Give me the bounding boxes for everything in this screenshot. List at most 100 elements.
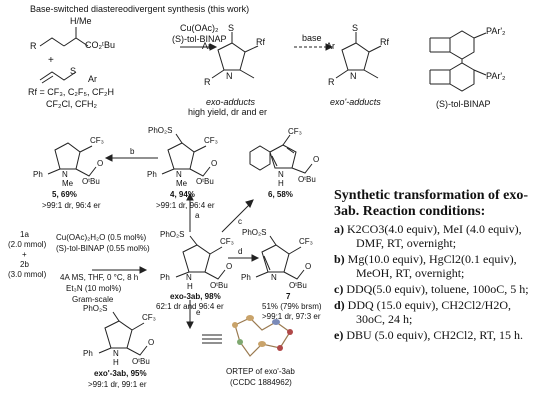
reagent-1a-amount: (2.0 mmol) <box>8 240 47 249</box>
p7-ph-bond <box>255 271 269 278</box>
condition-d-line2: 30oC, 24 h; <box>356 312 413 326</box>
catalyst-line2: (S)-tol-BINAP <box>172 34 227 44</box>
sm-r-label: R <box>30 41 37 51</box>
p7-s-bond <box>269 235 277 246</box>
arrow-e-head <box>186 321 194 330</box>
arrow-b-head <box>104 154 113 162</box>
condition-d-line1: DDQ (15.0 equiv), CH2Cl2/H2O, <box>347 298 511 312</box>
cond-line3: 4A MS, THF, 0 °C, 8 h <box>60 273 139 282</box>
arrow-e-label: e <box>196 308 201 317</box>
p6-cf3: CF₃ <box>288 127 302 136</box>
p5-ester-bond <box>75 166 97 177</box>
arrow-d-head <box>251 254 260 262</box>
center-stats: 62:1 dr and 96:4 er <box>156 302 224 311</box>
p5-stats: >99:1 dr, 96:4 er <box>42 201 101 210</box>
sm-alpha-label: H/Me <box>70 16 92 26</box>
center-nh: H <box>187 282 193 291</box>
p5-n: N <box>62 170 68 179</box>
center-n: N <box>186 273 192 282</box>
condition-b-line1: Mg(10.0 equiv), HgCl2(0.1 equiv), <box>347 252 517 266</box>
exo-prime-s-label: S <box>352 23 359 33</box>
vinyl-sulfone-bonds <box>39 71 77 81</box>
exo-prime-ring <box>341 42 370 71</box>
p6-ester-bond <box>291 163 313 174</box>
arrow-c <box>221 203 251 233</box>
center-name: exo-3ab, 98% <box>170 292 221 301</box>
center-o: O <box>226 262 233 271</box>
arrow-gram-head <box>139 266 148 274</box>
condition-e-line1: DBU (5.0 equiv), CH2Cl2, RT, 15 h. <box>346 328 524 342</box>
p4-ph: Ph <box>147 170 157 179</box>
p4-ph-bond <box>161 168 175 175</box>
pexo-ph-bond <box>98 347 112 354</box>
center-ph: Ph <box>160 273 170 282</box>
exo-ar-label: Ar <box>202 41 211 51</box>
center-ring <box>182 244 211 273</box>
binap-p2-bond <box>473 69 487 76</box>
exo-ring <box>217 42 246 71</box>
center-s-bond <box>189 235 198 246</box>
conditions-title: Synthetic transformation of exo-3ab. Rea… <box>334 188 529 219</box>
p7-ph: Ph <box>241 273 251 282</box>
reagent-plus: + <box>22 250 27 259</box>
arrow-cu-head <box>209 43 218 51</box>
p4-ring <box>167 142 195 170</box>
p6-name: 6, 58% <box>268 190 293 199</box>
p6-phenyl <box>249 145 271 171</box>
binap-ring4 <box>429 69 450 85</box>
exo-s-label: S <box>228 23 235 33</box>
binap-ring2 <box>429 37 450 53</box>
condition-c: c) DDQ(5.0 equiv), toluene, 100oC, 5 h; <box>334 282 529 296</box>
cond-line5: Gram-scale <box>72 295 114 304</box>
binap-ring1 <box>449 30 475 60</box>
exo-sub: high yield, dr and er <box>188 107 268 117</box>
p5-ph: Ph <box>33 170 43 179</box>
p6-n: N <box>278 170 284 179</box>
condition-d: d) DDQ (15.0 equiv), CH2Cl2/H2O, <box>334 298 511 312</box>
p4-ester-bond <box>189 166 211 177</box>
exo-r-bond <box>211 69 225 79</box>
exo-rf-label: Rf <box>256 37 265 47</box>
center-ester-bond <box>204 269 226 280</box>
exo-label: exo-adducts <box>206 97 256 107</box>
binap-p1: PAr'₂ <box>486 26 506 36</box>
exo-ester-bond <box>239 69 255 79</box>
cond-line4: Et₃N (10 mol%) <box>66 284 122 293</box>
condition-e: e) DBU (5.0 equiv), CH2Cl2, RT, 15 h. <box>334 328 523 342</box>
exo-rf-bond <box>244 45 259 53</box>
condition-b: b) Mg(10.0 equiv), HgCl2(0.1 equiv), <box>334 252 517 266</box>
p7-ring <box>261 244 290 273</box>
p7-phso2: PhO₂S <box>242 228 267 237</box>
condition-c-line1: DDQ(5.0 equiv), toluene, 100oC, 5 h; <box>346 282 529 296</box>
p7-o: O <box>305 262 312 271</box>
p4-n: N <box>176 170 182 179</box>
exo-prime-rf-label: Rf <box>380 37 389 47</box>
vinyl-ar-label: Ar <box>88 74 97 84</box>
p4-o: O <box>211 159 218 168</box>
sm-plus: + <box>48 55 54 66</box>
catalyst-line1: Cu(OAc)₂ <box>180 23 219 33</box>
arrow-a-head <box>186 192 194 201</box>
arrow-c-head <box>245 199 254 208</box>
p4-stats: >99:1 dr, 96:4 er <box>156 201 215 210</box>
p4-me: Me <box>176 179 188 188</box>
condition-e-key: e) <box>334 328 344 342</box>
pexo-otbu: OᵗBu <box>132 357 150 366</box>
pexo-o: O <box>148 338 155 347</box>
p7-double-bond <box>263 255 271 271</box>
p7-yield: 51% (79% brsm) <box>262 302 322 311</box>
p5-me: Me <box>62 179 74 188</box>
p5-ring <box>54 142 81 170</box>
binap-p2: PAr'₂ <box>486 71 506 81</box>
arrow-a-label: a <box>195 211 200 220</box>
vinyl-double-bond <box>41 75 54 84</box>
p7-name: 7 <box>286 292 291 301</box>
arrow-d-label: d <box>238 247 243 256</box>
pexo-cf3: CF₃ <box>142 313 156 322</box>
ortep-structure <box>232 315 293 357</box>
rf-def-line2: CF₂Cl, CFH₂ <box>46 99 97 109</box>
pexo-name: exo'-3ab, 95% <box>94 369 147 378</box>
reagent-1a: 1a <box>20 230 29 239</box>
scheme-title: Base-switched diastereodivergent synthes… <box>30 4 250 14</box>
